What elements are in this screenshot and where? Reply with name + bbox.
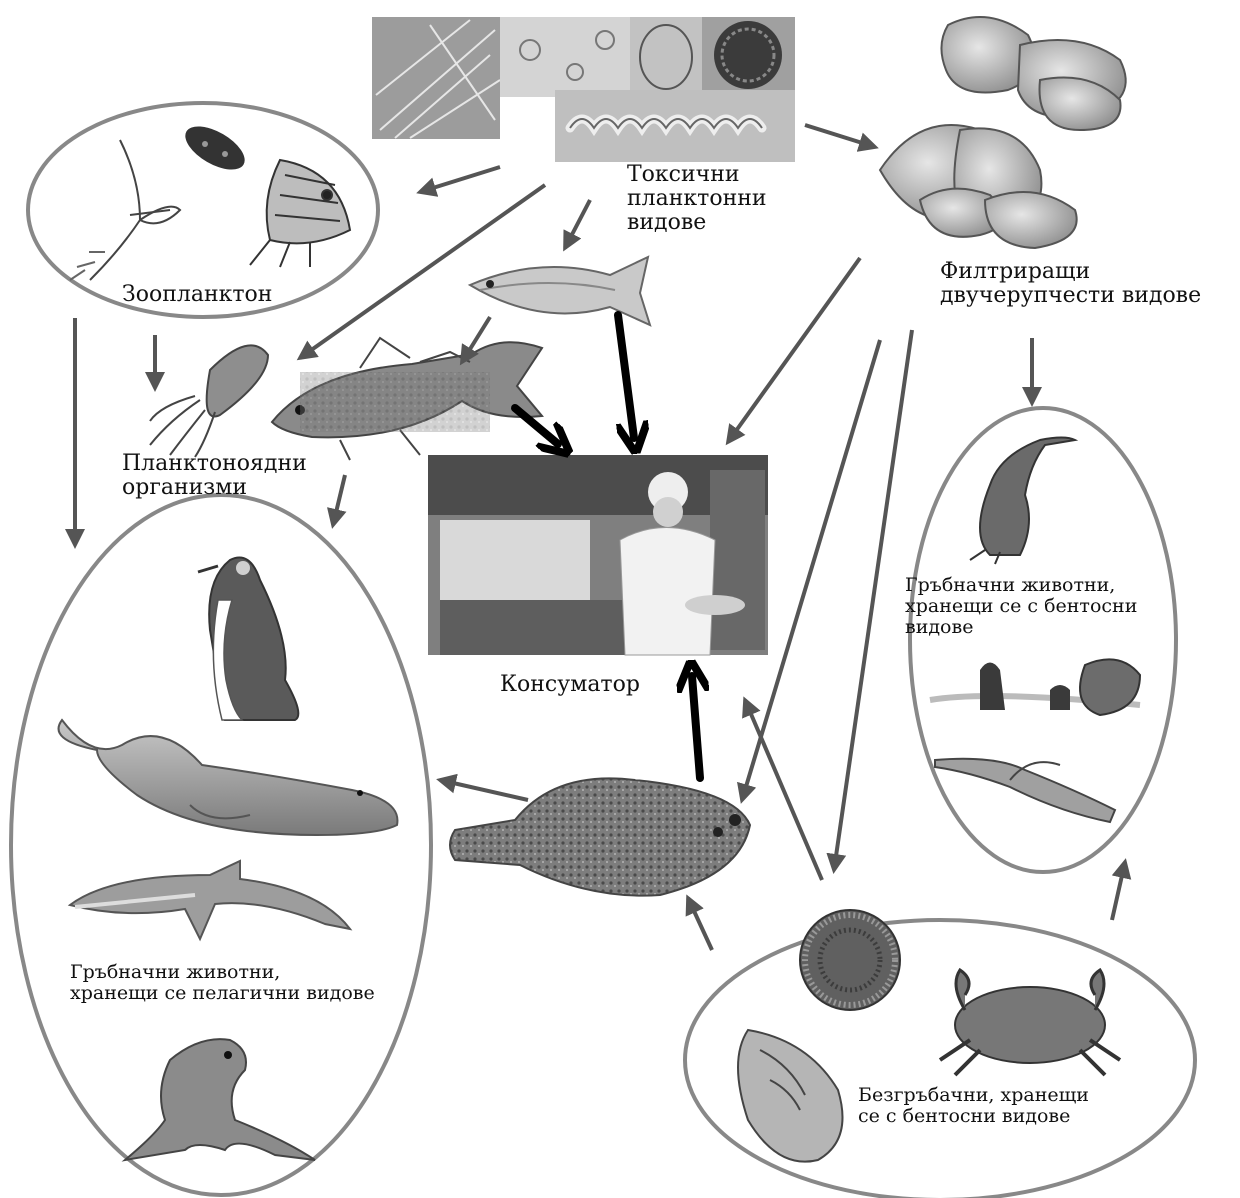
arrow-toxic-to-sardine <box>565 200 590 248</box>
whale-icon <box>59 720 398 835</box>
squid-icon <box>150 345 268 457</box>
arrow-flounder-to-pelagic <box>440 780 528 800</box>
label-planktivores: Планктоноядни организми <box>122 452 307 500</box>
plankton-photo <box>372 17 795 162</box>
chef-photo <box>428 455 768 655</box>
sardine-icon <box>470 257 650 325</box>
flounder-icon <box>450 778 750 895</box>
cod-icon <box>272 338 542 460</box>
label-toxic-plankton: Токсични планктонни видове <box>627 163 767 235</box>
oyster-icon <box>880 17 1126 248</box>
arrow-flounder-to-consumer <box>692 676 700 778</box>
arrow-sardine-to-consumer <box>618 315 634 438</box>
arrow-invertebrates-to-benthic-vertebrates <box>1112 862 1125 920</box>
label-benthic-vertebrates: Гръбначни животни, хранещи се с бентосни… <box>905 575 1137 638</box>
shrimp-icon <box>70 140 180 280</box>
crab-icon <box>940 970 1120 1075</box>
arrow-invertebrates-to-flounder <box>688 898 712 950</box>
sea-urchin-icon <box>800 910 900 1010</box>
arrow-toxic-to-bivalves <box>805 125 875 147</box>
arrow-cod-to-pelagic <box>333 475 345 525</box>
arrow-toxic-to-zoo <box>420 167 500 192</box>
label-consumer: Консуматор <box>500 673 640 697</box>
arrow-invertebrates-to-consumer <box>745 700 822 880</box>
eel-icon <box>935 759 1115 822</box>
cormorant-icon <box>970 438 1075 565</box>
sea-snail-icon <box>738 1030 843 1162</box>
label-pelagic-vertebrates: Гръбначни животни, хранещи се пелагични … <box>70 962 375 1004</box>
penguin-icon <box>198 558 298 721</box>
dolphin-icon <box>70 861 350 939</box>
label-zooplankton: Зоопланктон <box>122 283 272 307</box>
seal-icon <box>125 1039 315 1160</box>
arrow-bivalves-to-consumer <box>728 258 860 442</box>
copepod-icon <box>178 118 251 179</box>
label-filter-bivalves: Филтриращи двучерупчести видове <box>940 260 1201 308</box>
label-benthic-invertebrates: Безгръбачни, хранещи се с бентосни видов… <box>858 1085 1089 1127</box>
shrimp-icon <box>250 160 350 267</box>
arrow-bivalves-to-invertebrates <box>834 330 912 870</box>
sea-otter-icon <box>930 659 1140 715</box>
